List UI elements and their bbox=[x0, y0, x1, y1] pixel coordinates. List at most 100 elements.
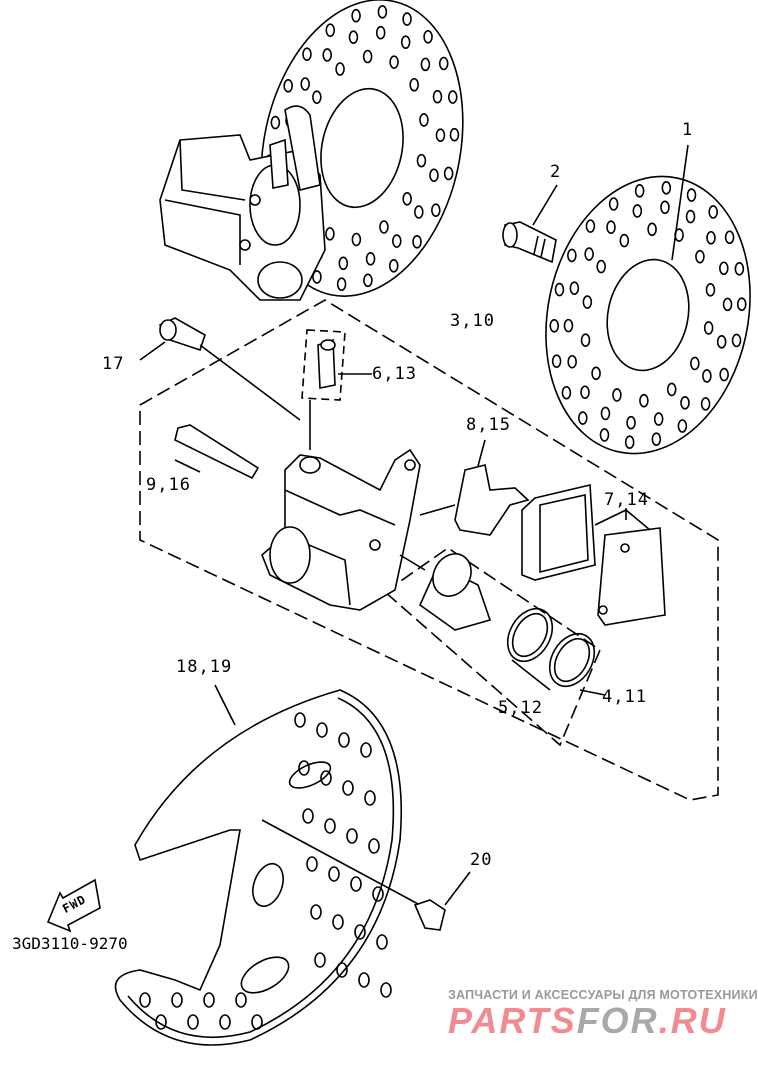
vent-hole bbox=[270, 115, 281, 130]
vent-hole bbox=[600, 406, 611, 421]
guide-pin bbox=[174, 424, 260, 480]
vent-hole bbox=[351, 8, 361, 23]
vent-hole bbox=[608, 197, 619, 211]
vent-hole bbox=[685, 209, 696, 224]
vent-hole bbox=[438, 56, 449, 71]
callout-18-19: 18,19 bbox=[176, 657, 233, 677]
vent-hole bbox=[365, 252, 376, 266]
vent-hole bbox=[409, 77, 419, 92]
vent-hole bbox=[431, 203, 441, 217]
logo-part: FOR bbox=[576, 1000, 659, 1041]
vent-hole bbox=[660, 200, 670, 215]
vent-hole bbox=[325, 23, 336, 37]
vent-hole bbox=[695, 249, 705, 264]
diagram-code: 3GD3110-9270 bbox=[12, 934, 128, 953]
vent-hole bbox=[322, 48, 333, 62]
vent-hole bbox=[563, 318, 574, 333]
caliper-body bbox=[261, 448, 421, 611]
vent-hole bbox=[328, 866, 340, 882]
vent-hole bbox=[661, 180, 672, 195]
vent-hole bbox=[582, 295, 593, 309]
vent-hole bbox=[706, 230, 716, 245]
vent-hole bbox=[447, 90, 458, 104]
vent-hole bbox=[639, 393, 649, 408]
callout-6-13: 6,13 bbox=[372, 364, 417, 384]
vent-hole bbox=[375, 25, 386, 40]
vent-hole bbox=[338, 256, 349, 271]
vent-hole bbox=[336, 277, 347, 291]
vent-hole bbox=[443, 166, 454, 181]
vent-hole bbox=[362, 49, 373, 64]
vent-hole bbox=[376, 934, 388, 950]
vent-hole bbox=[380, 982, 392, 998]
vent-hole bbox=[171, 992, 183, 1008]
vent-hole bbox=[651, 432, 662, 446]
vent-hole bbox=[187, 1014, 199, 1030]
brake-disc bbox=[545, 175, 751, 455]
vent-hole bbox=[219, 1014, 231, 1030]
vent-hole bbox=[561, 385, 572, 400]
vent-hole bbox=[596, 259, 606, 274]
vent-hole bbox=[402, 12, 412, 26]
vent-hole bbox=[354, 924, 366, 940]
vent-hole bbox=[302, 47, 312, 61]
callout-5-12: 5,12 bbox=[498, 698, 543, 718]
seals bbox=[506, 607, 596, 688]
vent-hole bbox=[335, 62, 345, 76]
vent-hole bbox=[626, 415, 636, 430]
vent-hole bbox=[734, 262, 745, 276]
vent-hole bbox=[449, 127, 460, 142]
vent-hole bbox=[155, 1014, 167, 1030]
vent-hole bbox=[624, 435, 635, 450]
vent-hole bbox=[251, 1014, 263, 1030]
leader-line bbox=[671, 144, 689, 261]
callout-4-11: 4,11 bbox=[602, 687, 647, 707]
vent-hole bbox=[549, 319, 560, 333]
disc-bolt bbox=[502, 221, 557, 264]
vent-hole bbox=[363, 273, 373, 288]
vent-hole bbox=[402, 192, 412, 206]
vent-hole bbox=[314, 952, 326, 968]
logo-part: .RU bbox=[658, 1000, 727, 1041]
vent-hole bbox=[551, 354, 562, 368]
vent-hole bbox=[606, 220, 616, 234]
vent-hole bbox=[700, 397, 711, 411]
vent-hole bbox=[584, 247, 594, 261]
vent-hole bbox=[419, 113, 429, 127]
vent-hole bbox=[680, 396, 690, 410]
vent-hole bbox=[719, 367, 729, 382]
vent-hole bbox=[420, 57, 431, 72]
vent-hole bbox=[567, 248, 577, 263]
vent-hole bbox=[325, 227, 335, 241]
brake-pad bbox=[521, 484, 666, 626]
vent-hole bbox=[619, 233, 630, 248]
vent-hole bbox=[731, 333, 742, 348]
vent-hole bbox=[702, 369, 712, 383]
vent-hole bbox=[391, 234, 402, 248]
guard-bolt bbox=[413, 899, 446, 931]
vent-hole bbox=[400, 35, 411, 49]
vent-hole bbox=[716, 334, 727, 349]
vent-hole bbox=[612, 388, 622, 402]
vent-hole bbox=[653, 412, 664, 426]
vent-hole bbox=[591, 366, 601, 381]
vent-hole bbox=[705, 282, 716, 297]
vent-hole bbox=[703, 321, 714, 335]
seal-kit-outline bbox=[383, 547, 601, 747]
vent-hole bbox=[348, 30, 359, 44]
vent-hole bbox=[294, 712, 306, 728]
disc-guard bbox=[114, 689, 403, 1046]
vent-hole bbox=[312, 270, 322, 284]
vent-hole bbox=[634, 184, 645, 198]
vent-hole bbox=[580, 333, 591, 348]
caliper-bolt bbox=[158, 317, 206, 352]
vent-hole bbox=[423, 29, 433, 44]
vent-hole bbox=[389, 55, 399, 69]
leader-line bbox=[139, 341, 166, 361]
callout-7-14: 7,14 bbox=[604, 490, 649, 510]
assembled-caliper bbox=[159, 105, 326, 301]
bleeder-outline bbox=[301, 329, 346, 401]
vent-hole bbox=[235, 992, 247, 1008]
vent-hole bbox=[368, 838, 380, 854]
vent-hole bbox=[324, 818, 336, 834]
